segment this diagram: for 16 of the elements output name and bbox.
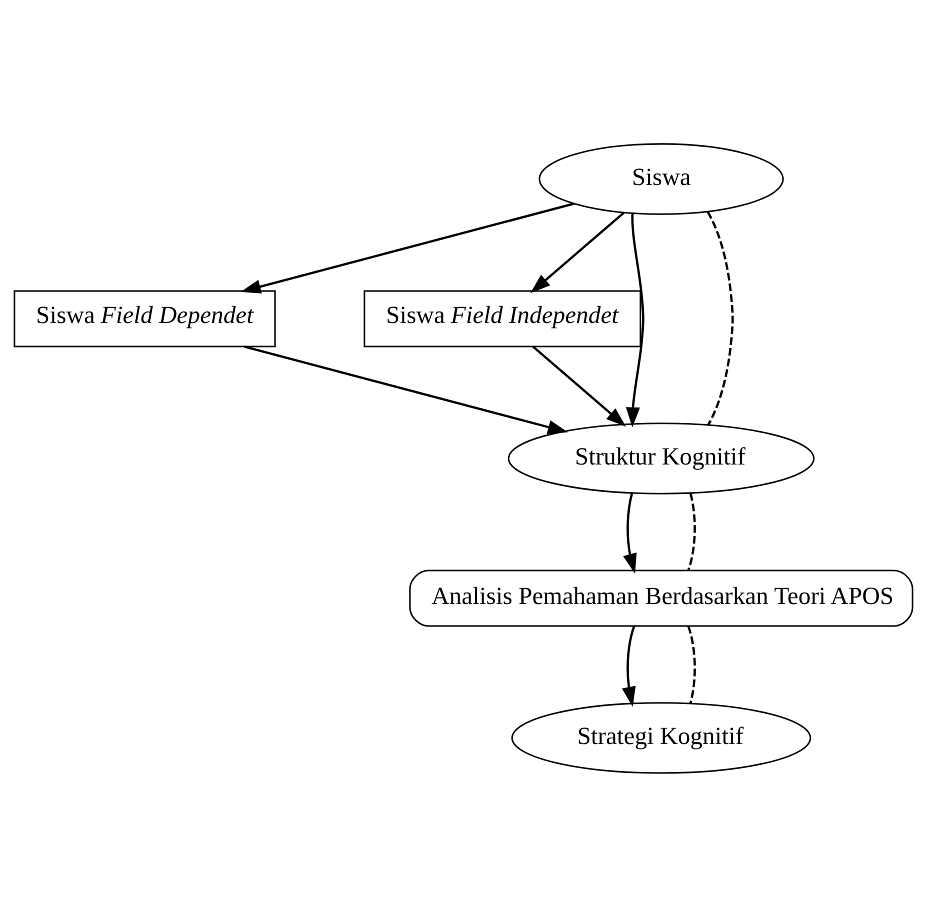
node-box: Siswa Field Independet: [364, 290, 642, 348]
connector: [706, 211, 734, 426]
arrow: [530, 212, 625, 294]
arrow: [622, 626, 636, 707]
node-box: Siswa Field Dependet: [14, 290, 276, 348]
node-ellipse: Strategi Kognitif: [511, 702, 812, 774]
arrow: [532, 346, 626, 427]
node-ellipse: Siswa: [538, 143, 784, 215]
arrow: [240, 202, 574, 294]
arrow: [626, 213, 644, 428]
node-ellipse: Struktur Kognitif: [508, 422, 815, 494]
node-box: Analisis Pemahaman Berdasarkan Teori APOS: [409, 570, 914, 627]
arrow: [244, 346, 568, 434]
connector: [687, 492, 696, 571]
arrow: [623, 492, 637, 574]
connector: [687, 626, 696, 704]
